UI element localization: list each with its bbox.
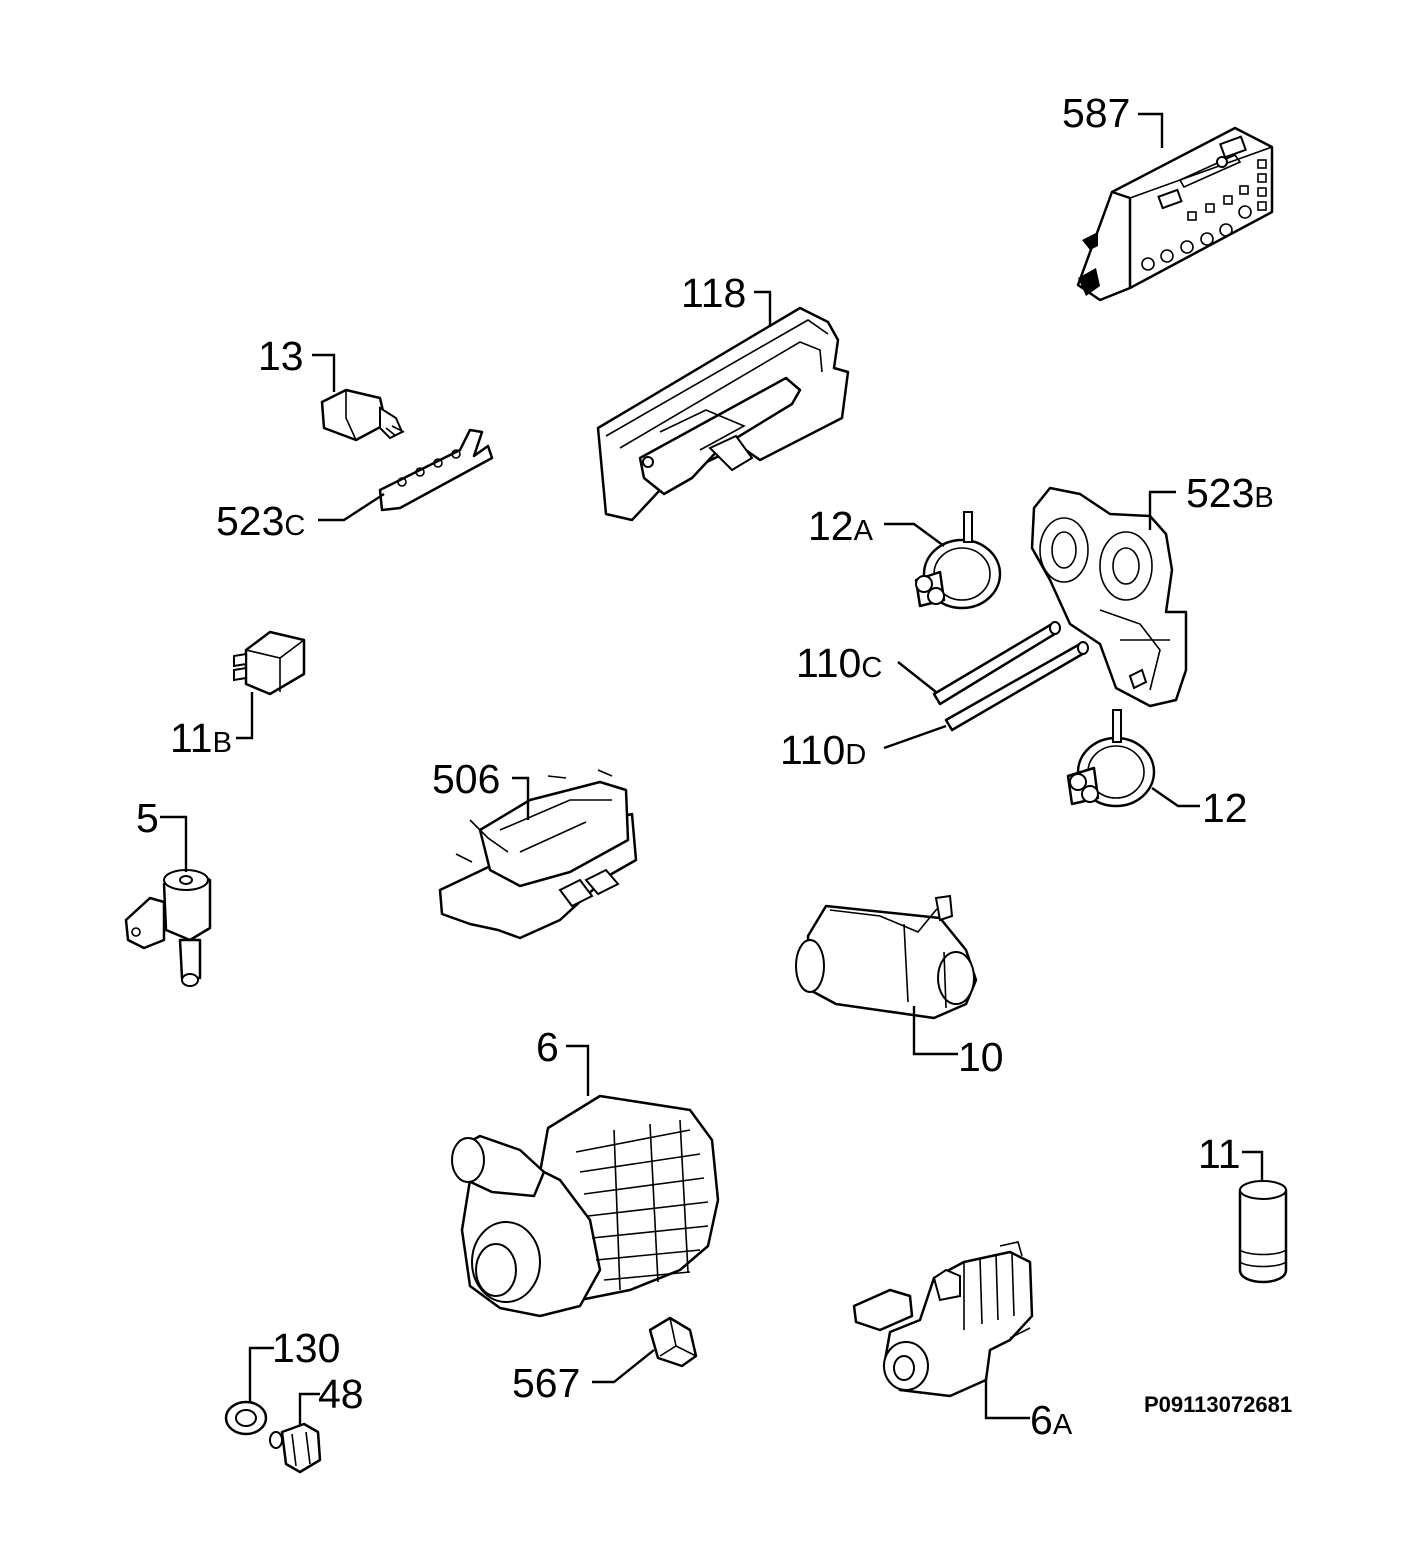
callout-523c: 523C: [216, 492, 385, 544]
callout-587: 587: [1062, 90, 1164, 148]
part-11b-relay: [233, 630, 306, 696]
callout-12-label: 12: [1202, 785, 1248, 831]
svg-text:587: 587: [1062, 90, 1130, 136]
callout-10: 10: [912, 1006, 1004, 1080]
callout-523b: 523B: [1148, 470, 1274, 530]
part-12a-pressure-switch: [914, 511, 1002, 610]
callout-110d-label: 110: [780, 727, 845, 773]
callout-506-label: 506: [432, 756, 500, 802]
callout-110d: 110D: [780, 724, 947, 773]
callout-11b: 11B: [170, 692, 254, 761]
svg-text:10: 10: [958, 1034, 1004, 1080]
svg-text:13: 13: [258, 333, 304, 379]
part-6-circulation-pump: [451, 1094, 720, 1318]
part-110d-hose: [944, 641, 1089, 732]
callout-6-label: 6: [536, 1024, 559, 1070]
svg-text:11: 11: [1198, 1131, 1241, 1177]
callout-130-label: 130: [272, 1325, 340, 1371]
svg-text:110C: 110C: [796, 640, 882, 686]
part-523c-bracket: [378, 428, 494, 512]
callout-12a: 12A: [808, 503, 945, 549]
callout-12: 12: [1151, 785, 1248, 831]
svg-text:11B: 11B: [170, 715, 232, 761]
svg-text:118: 118: [681, 270, 746, 316]
svg-text:6: 6: [536, 1024, 559, 1070]
callout-523b-label: 523: [1186, 470, 1254, 516]
svg-text:48: 48: [318, 1371, 364, 1417]
callout-587-label: 587: [1062, 90, 1130, 136]
callout-506: 506: [432, 756, 530, 820]
part-506-door-lock: [438, 769, 638, 940]
svg-text:12A: 12A: [808, 503, 874, 549]
part-10-heater: [795, 894, 978, 1020]
svg-text:130: 130: [272, 1325, 340, 1371]
callout-13: 13: [258, 333, 336, 392]
part-587-control-module: [1076, 126, 1274, 302]
reference-code: P09113072681: [1144, 1392, 1292, 1417]
part-13-switch: [320, 388, 405, 442]
callout-6a-label: 6: [1030, 1397, 1053, 1443]
part-118-dispenser: [596, 306, 850, 522]
callout-110c: 110C: [796, 640, 937, 693]
svg-text:567: 567: [512, 1360, 580, 1406]
part-110c-hose: [932, 621, 1061, 706]
callout-6: 6: [536, 1024, 590, 1096]
svg-text:523C: 523C: [216, 498, 305, 544]
callout-5: 5: [136, 795, 188, 872]
callout-12a-label: 12: [808, 503, 854, 549]
callout-118: 118: [681, 270, 772, 326]
callout-130: 130: [248, 1325, 340, 1402]
part-5-inlet-valve: [124, 869, 212, 987]
svg-text:110D: 110D: [780, 727, 866, 773]
svg-text:506: 506: [432, 756, 500, 802]
part-6a-drain-pump: [852, 1241, 1034, 1398]
callout-567: 567: [512, 1349, 655, 1406]
callout-6a: 6A: [984, 1378, 1073, 1443]
callout-523c-label: 523: [216, 498, 284, 544]
callout-13-label: 13: [258, 333, 304, 379]
callout-11: 11: [1198, 1131, 1264, 1180]
callout-118-label: 118: [681, 270, 746, 316]
callout-11-label: 11: [1198, 1131, 1241, 1177]
svg-text:6A: 6A: [1030, 1397, 1073, 1443]
callout-11b-label: 11: [170, 715, 213, 761]
part-12-pressure-switch: [1066, 709, 1156, 808]
part-523b-assembly: [1030, 486, 1188, 708]
callout-48-label: 48: [318, 1371, 364, 1417]
svg-text:5: 5: [136, 795, 159, 841]
svg-text:523B: 523B: [1186, 470, 1274, 516]
callout-110c-label: 110: [796, 640, 861, 686]
callout-10-label: 10: [958, 1034, 1004, 1080]
callout-48: 48: [298, 1371, 364, 1426]
callout-5-label: 5: [136, 795, 159, 841]
callout-567-label: 567: [512, 1360, 580, 1406]
part-48-plug: [269, 1422, 322, 1474]
part-11-capacitor: [1238, 1180, 1288, 1284]
part-567-clip: [648, 1316, 698, 1368]
svg-text:12: 12: [1202, 785, 1248, 831]
part-130-seal: [224, 1400, 268, 1436]
